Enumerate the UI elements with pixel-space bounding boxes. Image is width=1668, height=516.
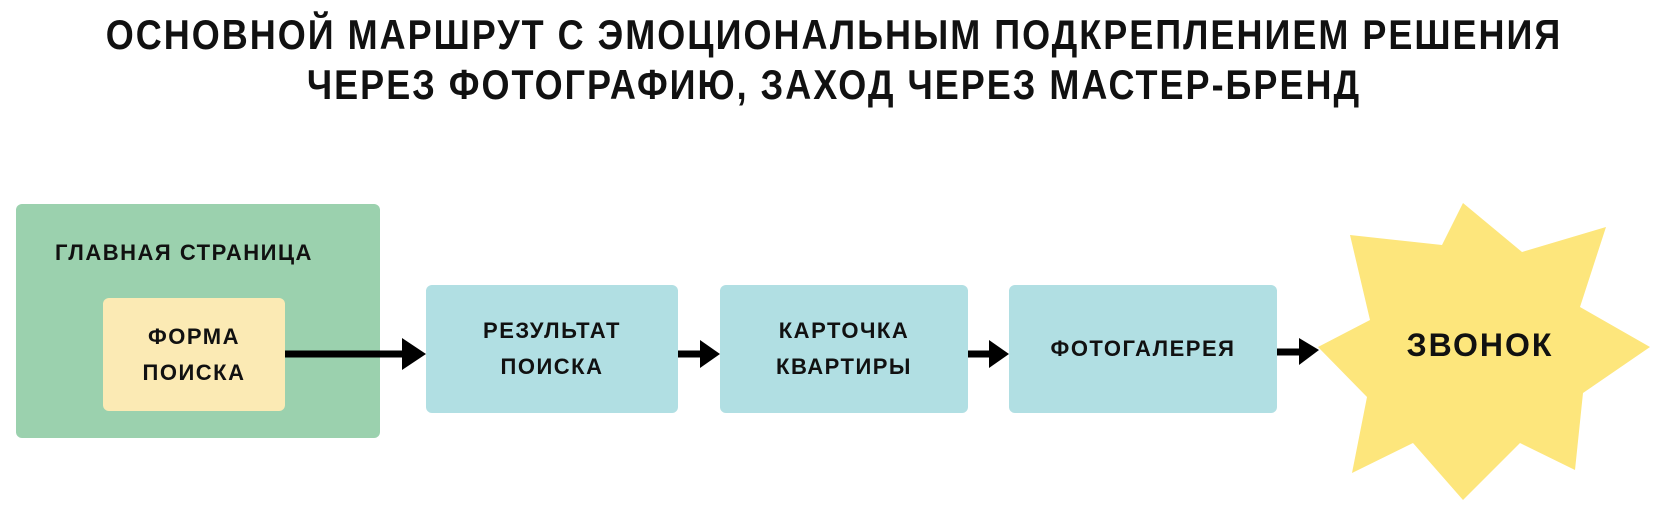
- apartment-card-node: КАРТОЧКА КВАРТИРЫ: [720, 285, 968, 413]
- search-result-node: РЕЗУЛЬТАТ ПОИСКА: [426, 285, 678, 413]
- arrow-form-to-result: [285, 338, 426, 370]
- call-star-shape: [1318, 203, 1650, 500]
- photo-gallery-node: ФОТОГАЛЕРЕЯ: [1009, 285, 1277, 413]
- arrow-gallery-to-call: [1277, 338, 1319, 365]
- call-node-label: ЗВОНОК: [1406, 327, 1554, 363]
- diagram-title-line2: ЧЕРЕЗ ФОТОГРАФИЮ, ЗАХОД ЧЕРЕЗ МАСТЕР-БРЕ…: [306, 60, 1362, 108]
- arrow-card-to-gallery: [968, 340, 1009, 368]
- diagram-title-line1: ОСНОВНОЙ МАРШРУТ С ЭМОЦИОНАЛЬНЫМ ПОДКРЕП…: [105, 10, 1563, 59]
- arrow-result-to-card: [678, 340, 720, 368]
- search-form-node: ФОРМА ПОИСКА: [103, 298, 285, 411]
- home-page-label: ГЛАВНАЯ СТРАНИЦА: [55, 240, 313, 265]
